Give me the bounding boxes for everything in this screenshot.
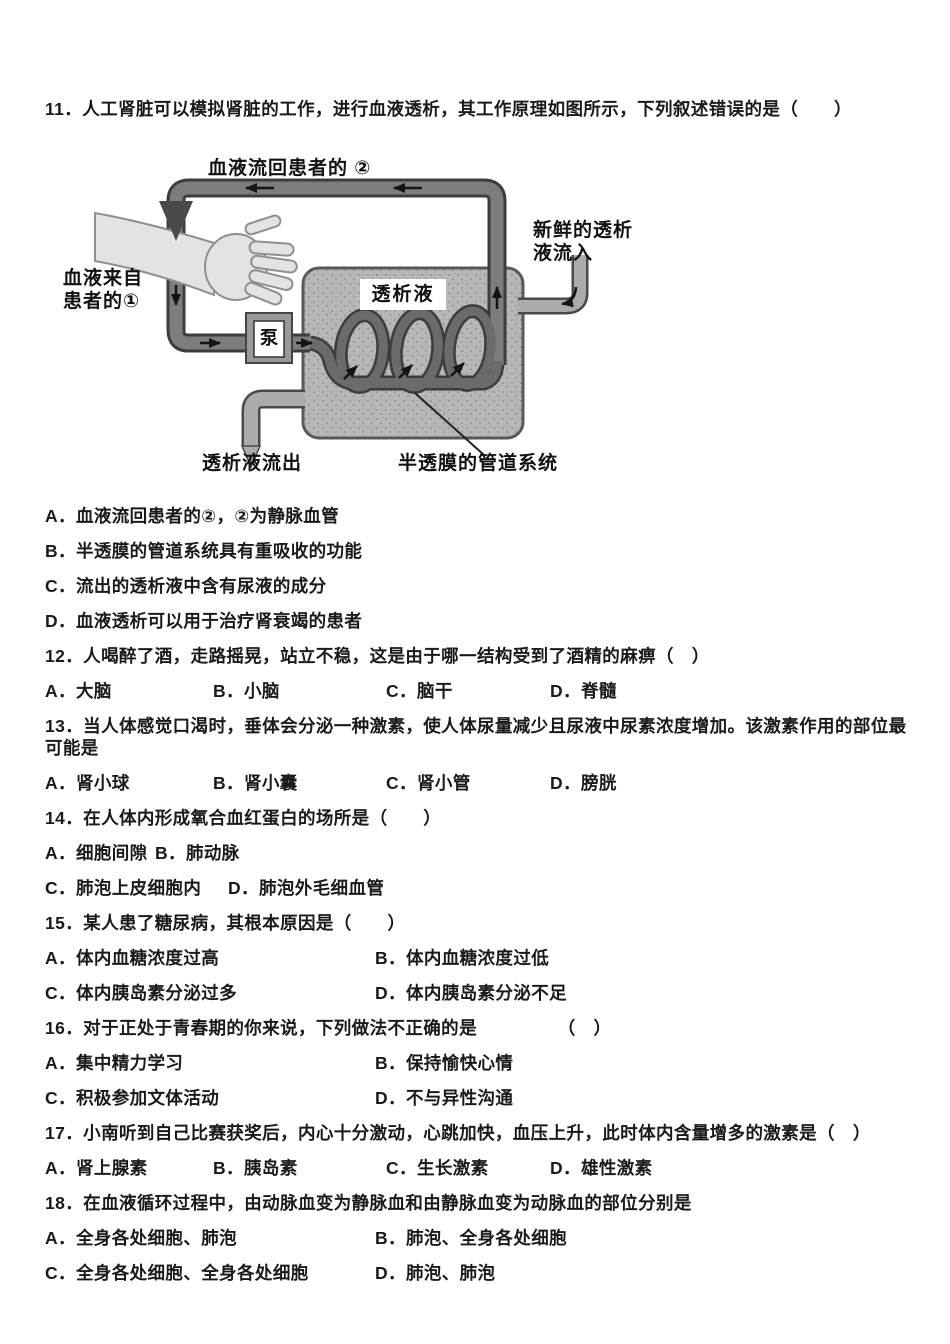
question-17-option-b: B．胰岛素 bbox=[213, 1158, 298, 1178]
question-14-option-b: B．肺动脉 bbox=[155, 843, 240, 863]
question-16-option-d: D．不与异性沟通 bbox=[375, 1088, 514, 1108]
question-16-option-a: A．集中精力学习 bbox=[45, 1053, 184, 1073]
dialysis-diagram-art bbox=[94, 178, 589, 469]
question-11-option-b: B．半透膜的管道系统具有重吸收的功能 bbox=[45, 541, 363, 561]
question-15-option-c: C．体内胰岛素分泌过多 bbox=[45, 983, 238, 1003]
question-12-options: A．大脑 B．小脑 C．脑干 D．脊髓 bbox=[45, 680, 920, 702]
arm-illustration bbox=[94, 211, 298, 306]
question-13-option-c: C．肾小管 bbox=[386, 773, 471, 793]
question-11-stem: 11．人工肾脏可以模拟肾脏的工作，进行血液透析，其工作原理如图所示，下列叙述错误… bbox=[45, 99, 852, 119]
question-18-option-d: D．肺泡、肺泡 bbox=[375, 1263, 496, 1283]
question-12-stem: 12．人喝醉了酒，走路摇晃，站立不稳，这是由于哪一结构受到了酒精的麻痹（ ） bbox=[45, 646, 710, 666]
question-12-option-c: C．脑干 bbox=[386, 681, 453, 701]
label-blood-from-1: 血液来自 bbox=[63, 268, 144, 289]
question-11-option-d: D．血液透析可以用于治疗肾衰竭的患者 bbox=[45, 611, 363, 631]
label-membrane: 半透膜的管道系统 bbox=[398, 453, 559, 474]
question-15-option-d: D．体内胰岛素分泌不足 bbox=[375, 983, 568, 1003]
question-18-options-row1: A．全身各处细胞、肺泡 B．肺泡、全身各处细胞 bbox=[45, 1227, 920, 1249]
flow-arrows bbox=[171, 183, 578, 380]
question-17-options: A．肾上腺素 B．胰岛素 C．生长激素 D．雄性激素 bbox=[45, 1157, 920, 1179]
label-pump: 泵 bbox=[260, 328, 278, 348]
question-13-stem: 13．当人体感觉口渴时，垂体会分泌一种激素，使人体尿量减少且尿液中尿素浓度增加。… bbox=[45, 716, 907, 758]
label-fresh-in-1: 新鲜的透析 bbox=[533, 220, 634, 241]
question-13-options: A．肾小球 B．肾小囊 C．肾小管 D．膀胱 bbox=[45, 772, 920, 794]
label-fresh-in-2: 液流入 bbox=[533, 243, 594, 264]
question-12-option-d: D．脊髓 bbox=[550, 681, 617, 701]
question-15-option-b: B．体内血糖浓度过低 bbox=[375, 948, 550, 968]
question-16-stem: 16．对于正处于青春期的你来说，下列做法不正确的是 （ ） bbox=[45, 1018, 612, 1038]
question-14-option-c: C．肺泡上皮细胞内 bbox=[45, 878, 202, 898]
question-18-option-c: C．全身各处细胞、全身各处细胞 bbox=[45, 1263, 309, 1283]
label-blood-return: 血液流回患者的 ② bbox=[208, 158, 372, 179]
question-14-options-row1: A．细胞间隙 B．肺动脉 bbox=[45, 842, 920, 864]
label-dialysate: 透析液 bbox=[360, 279, 446, 310]
question-16-options-row1: A．集中精力学习 B．保持愉快心情 bbox=[45, 1052, 920, 1074]
question-16-option-c: C．积极参加文体活动 bbox=[45, 1088, 220, 1108]
question-14-stem: 14．在人体内形成氧合血红蛋白的场所是（ ） bbox=[45, 808, 442, 828]
question-18-options-row2: C．全身各处细胞、全身各处细胞 D．肺泡、肺泡 bbox=[45, 1262, 920, 1284]
question-13-option-a: A．肾小球 bbox=[45, 773, 130, 793]
question-13-option-b: B．肾小囊 bbox=[213, 773, 298, 793]
dialysis-diagram-canvas: 血液流回患者的 ② 血液来自 患者的① 新鲜的透析 液流入 透析液 泵 透析液流… bbox=[60, 155, 660, 485]
question-17-option-c: C．生长激素 bbox=[386, 1158, 489, 1178]
question-18-option-a: A．全身各处细胞、肺泡 bbox=[45, 1228, 238, 1248]
question-17-option-a: A．肾上腺素 bbox=[45, 1158, 148, 1178]
question-16-options-row2: C．积极参加文体活动 D．不与异性沟通 bbox=[45, 1087, 920, 1109]
question-15-options-row2: C．体内胰岛素分泌过多 D．体内胰岛素分泌不足 bbox=[45, 982, 920, 1004]
question-15-option-a: A．体内血糖浓度过高 bbox=[45, 948, 220, 968]
question-18-stem: 18．在血液循环过程中，由动脉血变为静脉血和由静脉血变为动脉血的部位分别是 bbox=[45, 1193, 692, 1213]
question-14-option-a: A．细胞间隙 bbox=[45, 843, 148, 863]
question-16-option-b: B．保持愉快心情 bbox=[375, 1053, 514, 1073]
blood-tubing bbox=[166, 178, 507, 394]
label-dialysate-out: 透析液流出 bbox=[202, 453, 303, 474]
blood-down-arrowhead bbox=[159, 201, 193, 241]
pump-box bbox=[245, 312, 293, 364]
membrane-pointer-line bbox=[414, 392, 485, 456]
question-15-options-row1: A．体内血糖浓度过高 B．体内血糖浓度过低 bbox=[45, 947, 920, 969]
label-blood-from-2: 患者的① bbox=[63, 291, 141, 312]
question-18-option-b: B．肺泡、全身各处细胞 bbox=[375, 1228, 568, 1248]
question-17-stem: 17．小南听到自己比赛获奖后，内心十分激动，心跳加快，血压上升，此时体内含量增多… bbox=[45, 1123, 871, 1143]
question-14-option-d: D．肺泡外毛细血管 bbox=[228, 878, 385, 898]
question-17-option-d: D．雄性激素 bbox=[550, 1158, 653, 1178]
question-11-option-c: C．流出的透析液中含有尿液的成分 bbox=[45, 576, 327, 596]
question-11-option-a: A．血液流回患者的②，②为静脉血管 bbox=[45, 506, 340, 526]
question-13-option-d: D．膀胱 bbox=[550, 773, 617, 793]
dialysis-diagram: 血液流回患者的 ② 血液来自 患者的① 新鲜的透析 液流入 透析液 泵 透析液流… bbox=[45, 133, 920, 492]
question-12-option-a: A．大脑 bbox=[45, 681, 112, 701]
question-12-option-b: B．小脑 bbox=[213, 681, 280, 701]
question-14-options-row2: C．肺泡上皮细胞内 D．肺泡外毛细血管 bbox=[45, 877, 920, 899]
question-15-stem: 15．某人患了糖尿病，其根本原因是（ ） bbox=[45, 913, 406, 933]
